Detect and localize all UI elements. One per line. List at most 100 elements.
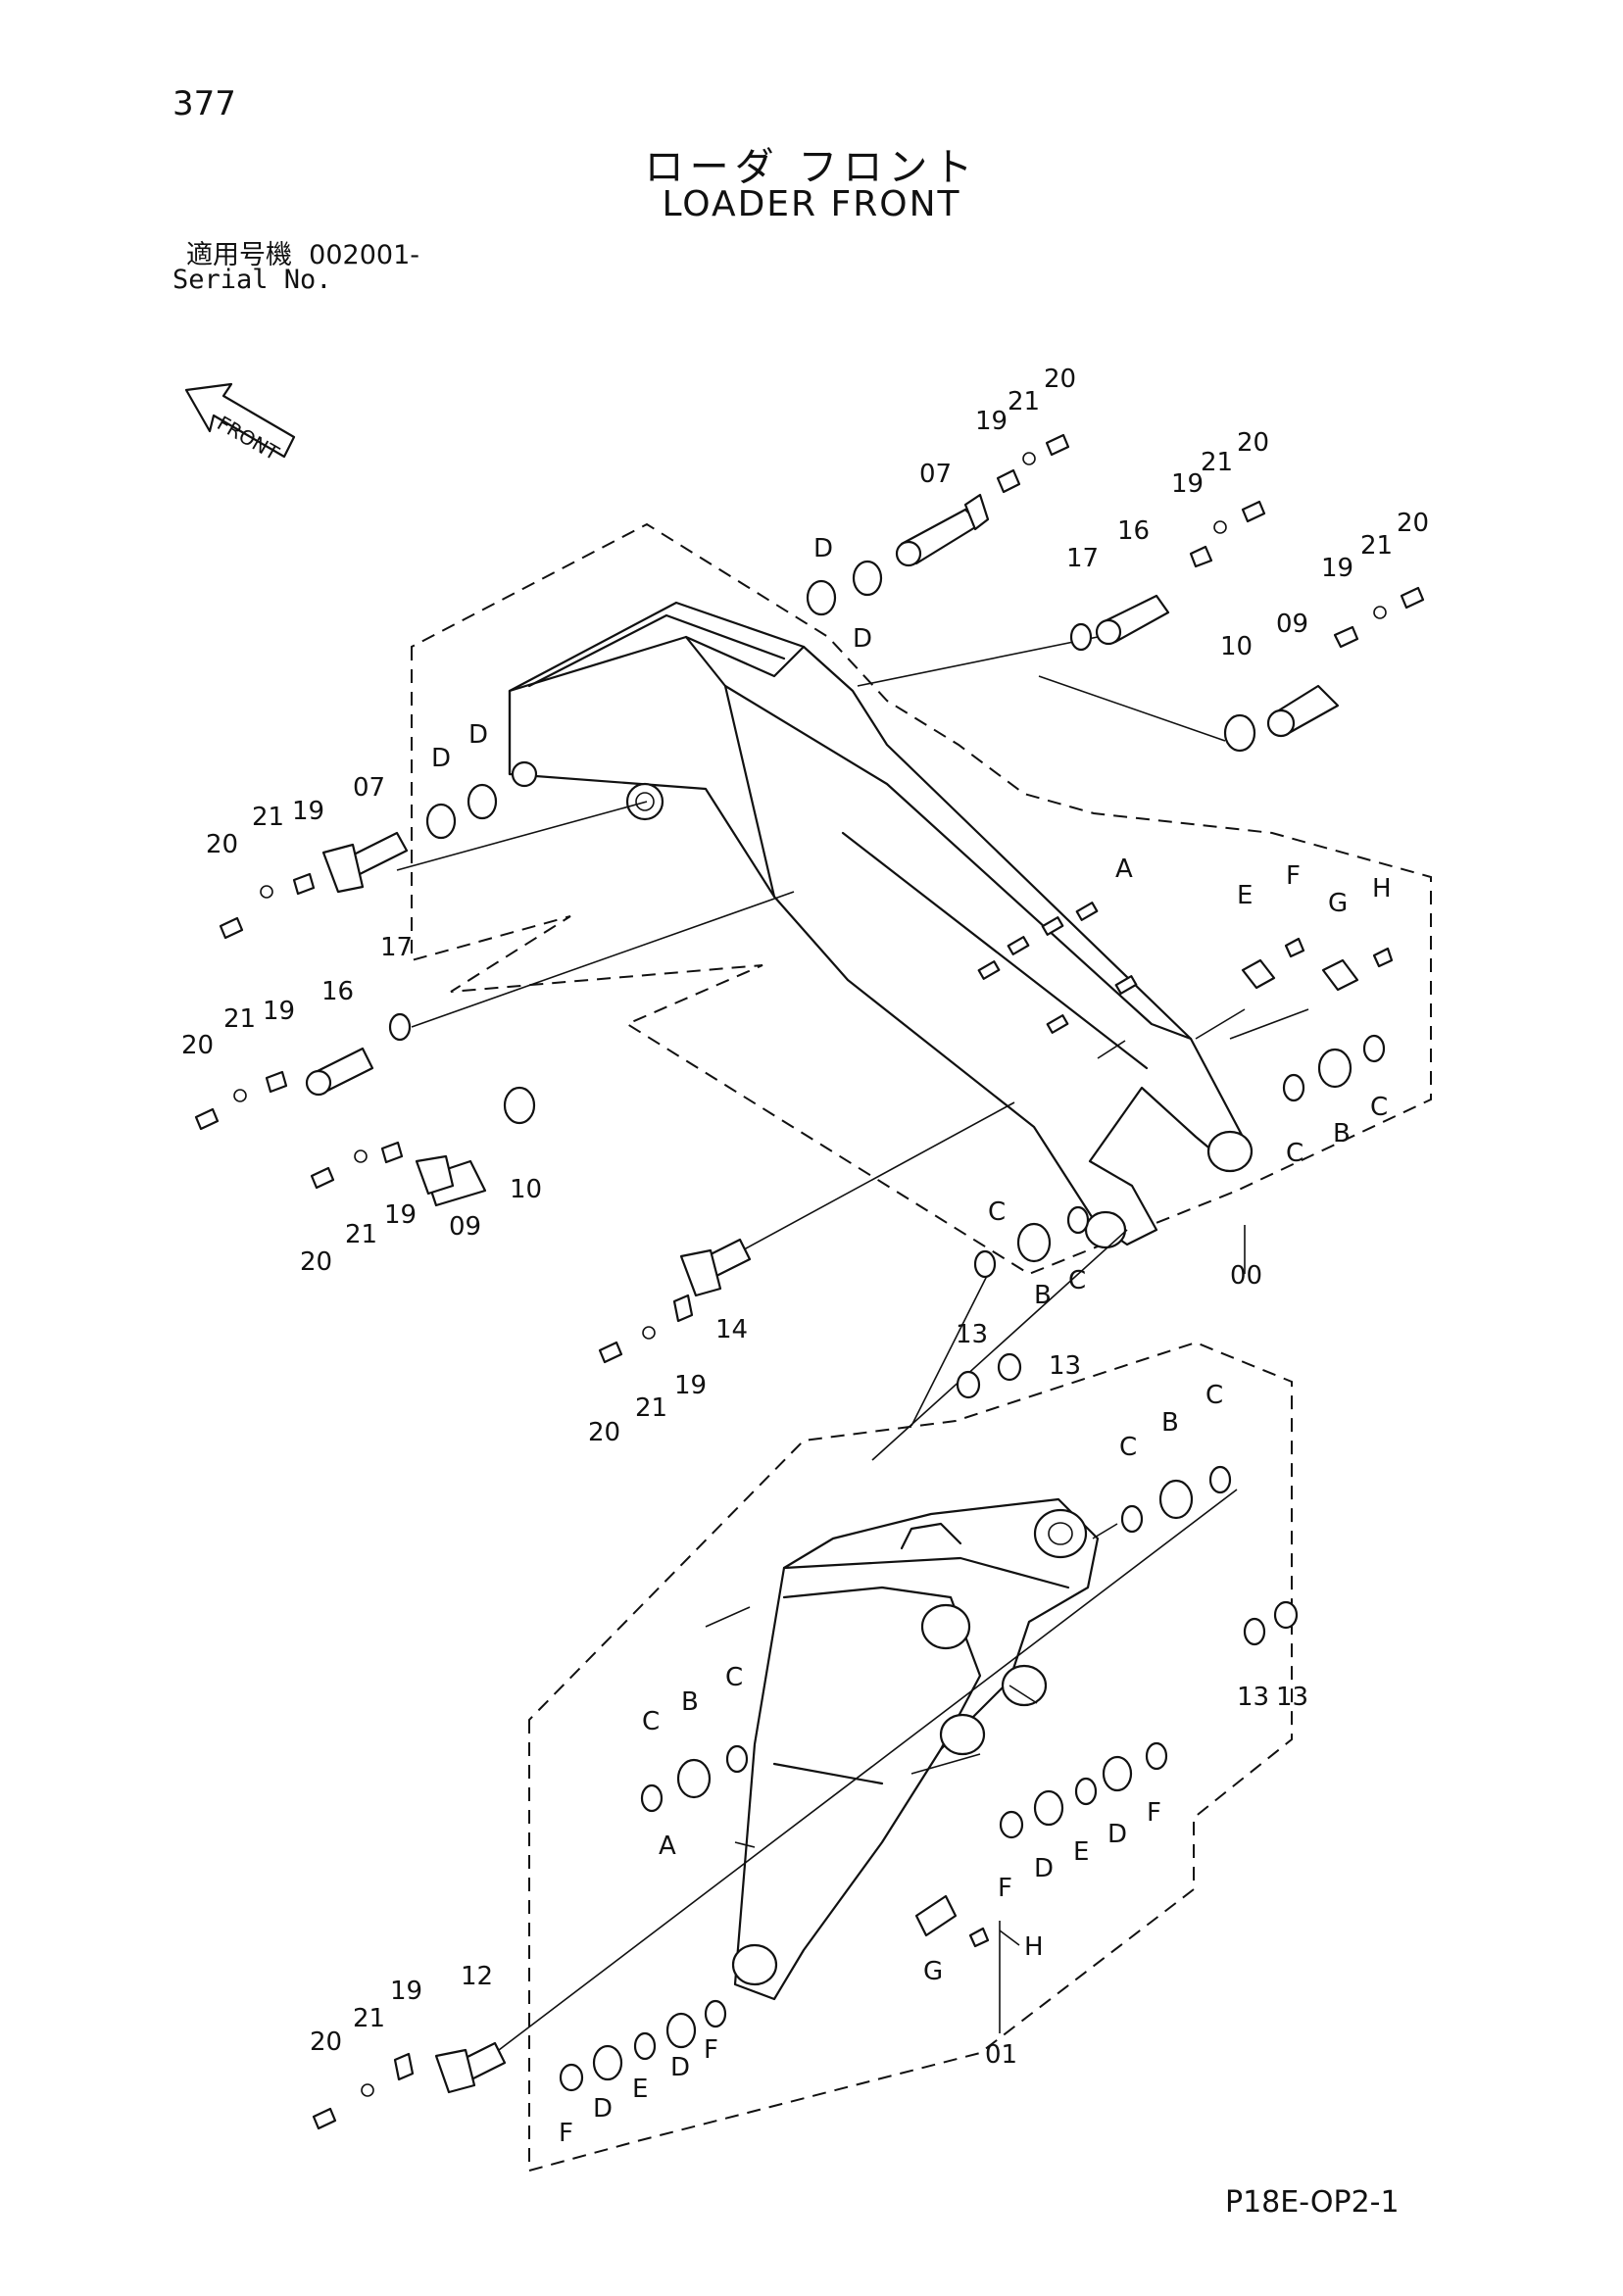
callout-00: 00: [1230, 1261, 1262, 1291]
callout-B: B: [681, 1687, 699, 1717]
callout-C: C: [1119, 1433, 1137, 1462]
callout-17: 17: [1066, 544, 1099, 573]
callout-13: 13: [1276, 1683, 1308, 1712]
pin-09-left: [415, 1154, 487, 1207]
callout-D: D: [813, 534, 833, 563]
callout-C: C: [1205, 1381, 1223, 1410]
bolts-and-plates: [194, 433, 1425, 2130]
callout-13: 13: [1237, 1683, 1269, 1712]
callout-21: 21: [345, 1220, 377, 1249]
pin-07-top: [895, 493, 990, 567]
callout-13: 13: [956, 1320, 988, 1349]
callout-13: 13: [1049, 1351, 1081, 1381]
pin-12: [434, 2041, 507, 2094]
callout-21: 21: [1201, 448, 1233, 477]
callout-D: D: [1034, 1854, 1054, 1883]
callout-E: E: [1073, 1837, 1089, 1867]
callout-D: D: [593, 2094, 613, 2124]
callout-20: 20: [1397, 509, 1429, 538]
front-arrow-label: FRONT: [214, 412, 284, 465]
callout-F: F: [1286, 861, 1301, 891]
serial-label-jp: 適用号機: [186, 240, 292, 270]
callout-19: 19: [975, 407, 1008, 436]
callout-16: 16: [1117, 516, 1150, 546]
callout-19: 19: [292, 797, 324, 826]
callout-C: C: [988, 1197, 1006, 1227]
pin-16-left: [305, 1047, 374, 1097]
callout-D: D: [468, 720, 488, 750]
callout-20: 20: [206, 830, 238, 859]
callout-07: 07: [919, 460, 952, 489]
callout-D: D: [853, 624, 872, 654]
callout-H: H: [1024, 1932, 1044, 1962]
pin-14: [679, 1238, 752, 1297]
callout-19: 19: [390, 1977, 422, 2006]
callout-C: C: [1370, 1093, 1388, 1122]
washers-21: [233, 452, 1387, 2097]
leader-lines: [396, 636, 1309, 2054]
callout-F: F: [704, 2035, 718, 2065]
callout-D: D: [670, 2053, 690, 2082]
callout-07: 07: [353, 773, 385, 803]
callout-20: 20: [1044, 365, 1076, 394]
callout-20: 20: [310, 2027, 342, 2057]
callout-H: H: [1372, 874, 1392, 904]
callout-09: 09: [1276, 610, 1308, 639]
title-english: LOADER FRONT: [662, 184, 961, 224]
callout-14: 14: [715, 1315, 748, 1344]
callout-01: 01: [985, 2040, 1017, 2070]
callout-09: 09: [449, 1212, 481, 1242]
callout-21: 21: [1360, 531, 1393, 561]
callout-F: F: [559, 2119, 573, 2148]
callout-12: 12: [461, 1962, 493, 1991]
callout-19: 19: [1321, 554, 1353, 583]
callout-20: 20: [300, 1247, 332, 1277]
callout-16: 16: [321, 977, 354, 1006]
callout-C: C: [1286, 1139, 1303, 1168]
page-number: 377: [172, 84, 236, 123]
callout-20: 20: [588, 1418, 620, 1447]
figure-code: P18E-OP2-1: [1225, 2185, 1400, 2220]
arm-assembly: [731, 1497, 1100, 2001]
callout-19: 19: [263, 997, 295, 1026]
callout-A: A: [1115, 855, 1133, 884]
bushings: [388, 560, 1386, 2092]
callout-20: 20: [1237, 428, 1269, 458]
callout-C: C: [725, 1663, 743, 1692]
callout-D: D: [1107, 1820, 1127, 1849]
callout-labels: 20 21 19 07 20 21 19 16 17 20 21 19 09 1…: [181, 365, 1429, 2148]
callout-10: 10: [1220, 632, 1253, 661]
pin-16-top: [1095, 594, 1170, 646]
callout-21: 21: [353, 2004, 385, 2033]
boom-group-outline: [411, 522, 1432, 1276]
boom-assembly: [508, 601, 1254, 1249]
pin-09-top: [1266, 684, 1340, 738]
serial-line: 適用号機 002001-: [186, 233, 419, 271]
pin-07-left: [321, 831, 409, 894]
title-japanese: ローダ フロント: [644, 145, 979, 190]
callout-20: 20: [181, 1031, 214, 1060]
callout-19: 19: [384, 1200, 417, 1230]
callout-B: B: [1333, 1119, 1351, 1148]
callout-G: G: [923, 1957, 943, 1986]
callout-F: F: [998, 1874, 1012, 1903]
serial-value: 002001-: [309, 240, 419, 270]
callout-21: 21: [635, 1393, 667, 1423]
callout-B: B: [1034, 1281, 1052, 1310]
front-arrow-icon: FRONT: [184, 382, 296, 465]
callout-17: 17: [380, 933, 413, 962]
callout-E: E: [632, 2075, 648, 2104]
callout-F: F: [1147, 1798, 1161, 1828]
callout-A: A: [659, 1832, 676, 1861]
callout-C: C: [1068, 1266, 1086, 1295]
callout-G: G: [1328, 889, 1348, 918]
callout-21: 21: [223, 1004, 256, 1034]
serial-label-en: Serial No.: [172, 265, 332, 295]
callout-D: D: [431, 744, 451, 773]
callout-C: C: [642, 1707, 660, 1736]
callout-B: B: [1161, 1408, 1179, 1438]
callout-19: 19: [674, 1371, 707, 1400]
arm-group-outline: [528, 1341, 1293, 2173]
callout-10: 10: [510, 1175, 542, 1204]
